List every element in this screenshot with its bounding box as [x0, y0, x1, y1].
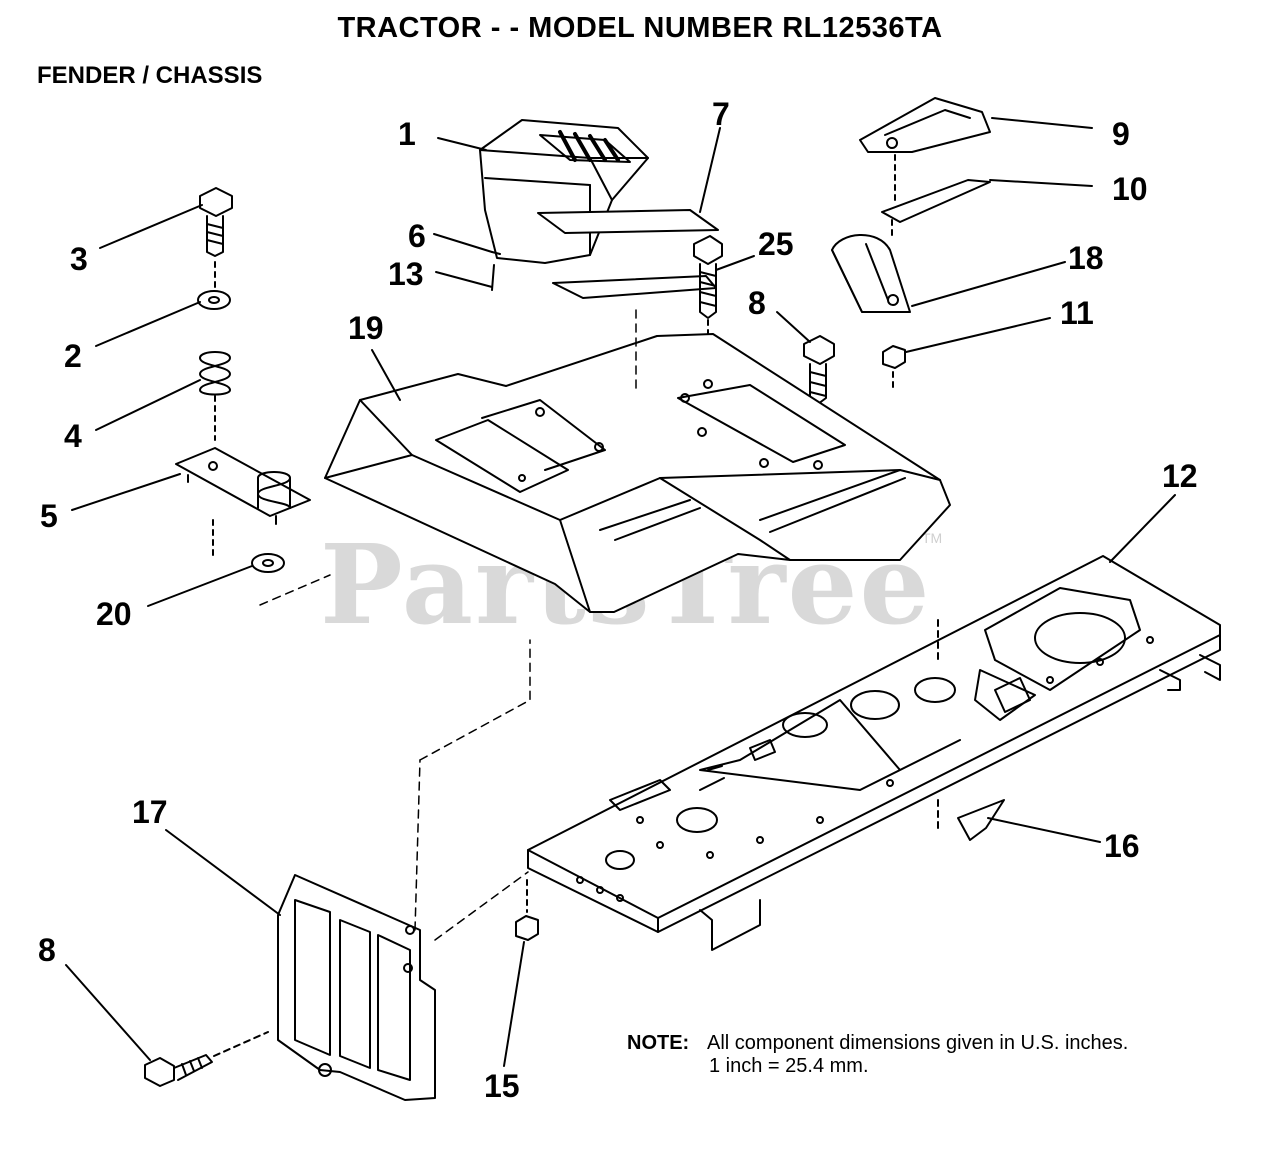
dimension-note: NOTE: All component dimensions given in U… [627, 1032, 1128, 1078]
note-line-2: 1 inch = 25.4 mm. [709, 1055, 869, 1077]
callout-5: 5 [40, 498, 58, 534]
diagram-title: TRACTOR - - MODEL NUMBER RL12536TA [337, 12, 943, 44]
part-18-clamp [831, 234, 911, 313]
part-10-bracket [881, 179, 991, 241]
part-20-washer [251, 553, 285, 573]
callout-1: 1 [398, 116, 416, 152]
callout-13: 13 [388, 256, 424, 292]
part-25-bolt [693, 235, 723, 381]
callout-3: 3 [70, 241, 88, 277]
callout-11: 11 [1060, 295, 1094, 331]
part-15-nut [515, 879, 539, 941]
part-9-cover [859, 97, 991, 206]
part-6-pin [491, 251, 501, 291]
leader-lines [65, 117, 1176, 1067]
callout-10: 10 [1112, 171, 1148, 207]
callout-12: 12 [1162, 458, 1198, 494]
callout-9: 9 [1112, 116, 1130, 152]
callout-25: 25 [758, 226, 794, 262]
callout-20: 20 [96, 596, 132, 632]
part-3-bolt [199, 187, 233, 291]
callout-18: 18 [1068, 240, 1104, 276]
callout-16: 16 [1104, 828, 1140, 864]
callout-8-upper: 8 [748, 285, 766, 321]
callout-7: 7 [712, 96, 730, 132]
part-16-spacer [957, 799, 1005, 841]
part-17-plate [259, 574, 531, 1101]
part-4-spring [199, 351, 231, 441]
callout-2: 2 [64, 338, 82, 374]
part-11-nut [882, 345, 906, 393]
note-label: NOTE: [627, 1032, 690, 1054]
part-1-tray [479, 119, 649, 264]
watermark-trademark: TM [922, 530, 943, 546]
callout-15: 15 [484, 1068, 520, 1104]
callout-19: 19 [348, 310, 384, 346]
callout-6: 6 [408, 218, 426, 254]
part-2-washer [197, 290, 231, 310]
part-7-decal [537, 209, 719, 299]
note-line-1: All component dimensions given in U.S. i… [707, 1032, 1129, 1054]
part-12-chassis [527, 555, 1221, 951]
part-5-mount-plate [175, 447, 311, 561]
callout-8-lower: 8 [38, 932, 56, 968]
section-title: FENDER / CHASSIS [37, 62, 263, 89]
callout-17: 17 [132, 794, 168, 830]
part-8-bolt-lower [144, 1031, 269, 1087]
callout-4: 4 [64, 418, 82, 454]
part-19-fender [324, 309, 951, 613]
